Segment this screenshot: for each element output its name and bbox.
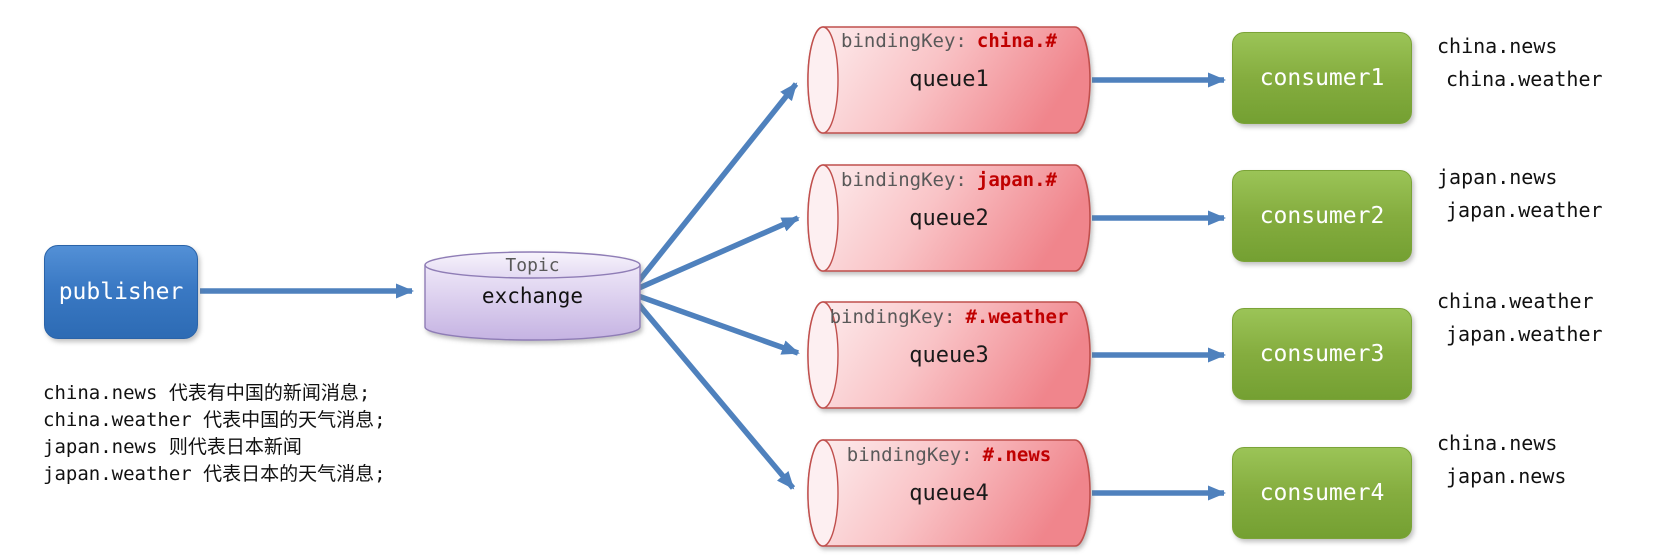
consumer2-node: consumer2 [1232, 170, 1412, 262]
queue4-binding: bindingKey: #.news [823, 444, 1075, 466]
consumer3-messages: china.weather japan.weather [1437, 286, 1603, 349]
consumer3-label: consumer3 [1259, 341, 1385, 367]
binding-key-value: #.weather [965, 306, 1069, 328]
note-line-2: china.weather 代表中国的天气消息; [43, 409, 386, 431]
arrow-exchange-to-queue1 [627, 82, 799, 294]
queue3-cylinder [807, 301, 1091, 409]
note-line-4: japan.weather 代表日本的天气消息; [43, 463, 386, 485]
consumer2-label: consumer2 [1259, 203, 1385, 229]
queue-cylinders [807, 26, 1091, 547]
exchange-name-label: exchange [481, 284, 584, 308]
queue1-cap [807, 26, 839, 134]
queue3-binding: bindingKey: #.weather [823, 306, 1075, 328]
consumer4-node: consumer4 [1232, 447, 1412, 539]
queue2-binding: bindingKey: japan.# [823, 169, 1075, 191]
consumer1-node: consumer1 [1232, 32, 1412, 124]
message-label: japan.weather [1446, 322, 1603, 346]
arrow-exchange-to-queue2 [628, 215, 800, 295]
binding-key-label: bindingKey: [841, 30, 967, 52]
publisher-label: publisher [58, 279, 184, 305]
queue2-cap [807, 164, 839, 272]
consumer1-messages: china.news china.weather [1437, 31, 1603, 94]
queue4-name: queue4 [909, 481, 989, 506]
queue4-cylinder [807, 439, 1091, 547]
exchange-cylinder [424, 251, 641, 341]
queue3-name: queue3 [909, 343, 989, 368]
message-label: japan.news [1446, 464, 1567, 488]
note-line-1: china.news 代表有中国的新闻消息; [43, 382, 371, 404]
message-label: china.news [1437, 431, 1558, 455]
consumer4-label: consumer4 [1259, 480, 1385, 506]
queue1-cylinder [807, 26, 1091, 134]
arrow-exchange-to-queue4 [627, 292, 796, 490]
note-line-3: japan.news 则代表日本新闻 [43, 436, 302, 458]
message-label: china.weather [1446, 67, 1603, 91]
consumer2-messages: japan.news japan.weather [1437, 162, 1603, 225]
consumer3-node: consumer3 [1232, 308, 1412, 400]
message-label: china.weather [1437, 289, 1594, 313]
consumer1-label: consumer1 [1259, 65, 1385, 91]
exchange-type-label: Topic [505, 255, 560, 276]
queue3-cap [807, 301, 839, 409]
legend-notes: china.news 代表有中国的新闻消息; china.weather 代表中… [43, 380, 386, 488]
queue2-name: queue2 [909, 206, 989, 231]
message-label: china.news [1437, 34, 1558, 58]
queue2-cylinder [807, 164, 1091, 272]
message-label: japan.news [1437, 165, 1558, 189]
consumer4-messages: china.news japan.news [1437, 428, 1566, 491]
flow-arrows [200, 72, 1226, 501]
publisher-node: publisher [44, 245, 198, 339]
binding-key-value: #.news [982, 444, 1052, 466]
message-label: japan.weather [1446, 198, 1603, 222]
queue4-cap [807, 439, 839, 547]
binding-key-value: japan.# [976, 169, 1057, 191]
binding-key-label: bindingKey: [841, 169, 967, 191]
queue1-binding: bindingKey: china.# [823, 30, 1075, 52]
queue1-name: queue1 [909, 67, 989, 92]
arrow-exchange-to-queue3 [629, 290, 800, 356]
binding-key-label: bindingKey: [829, 306, 956, 328]
binding-key-label: bindingKey: [846, 444, 973, 466]
binding-key-value: china.# [976, 30, 1057, 52]
